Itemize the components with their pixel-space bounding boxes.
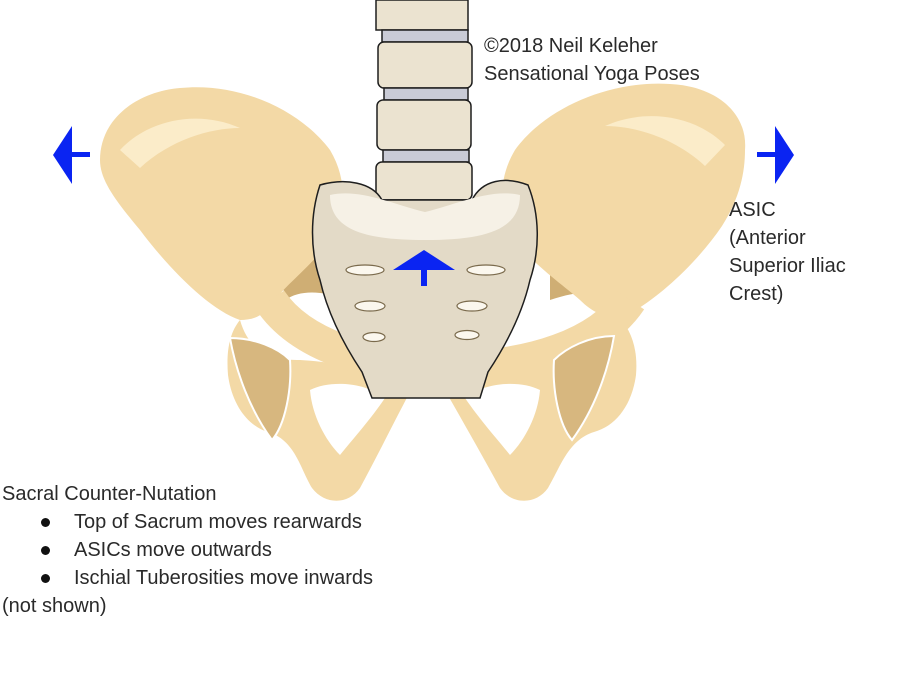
asic-label-line: (Anterior <box>729 227 806 249</box>
site-name: Sensational Yoga Poses <box>484 63 700 85</box>
asic-label-line: ASIC <box>729 199 776 221</box>
caption-bullet-list: Top of Sacrum moves rearwards ASICs move… <box>2 508 373 592</box>
asic-label-line: Crest) <box>729 283 784 305</box>
caption-bullet: Top of Sacrum moves rearwards <box>40 508 373 536</box>
sacral-foramina <box>345 264 506 343</box>
arrow-right-icon <box>757 126 794 184</box>
caption-block: Sacral Counter-Nutation Top of Sacrum mo… <box>2 480 373 620</box>
caption-bullet: ASICs move outwards <box>40 536 373 564</box>
obturator-foramen <box>228 334 616 455</box>
asic-label-line: Superior Iliac <box>729 255 846 277</box>
asic-label: ASIC (Anterior Superior Iliac Crest) <box>729 196 846 308</box>
sacrum <box>311 179 538 399</box>
arrow-left-icon <box>53 126 90 184</box>
caption-note: (not shown) <box>2 595 107 617</box>
lumbar-spine <box>375 0 473 215</box>
caption-title: Sacral Counter-Nutation <box>2 483 217 505</box>
caption-bullet: Ischial Tuberosities move inwards <box>40 564 373 592</box>
copyright-line: ©2018 Neil Keleher <box>484 35 658 57</box>
copyright-text: ©2018 Neil Keleher Sensational Yoga Pose… <box>484 32 700 88</box>
left-ilium <box>100 87 343 320</box>
right-ilium <box>502 83 746 318</box>
arrow-up-icon <box>393 250 455 286</box>
